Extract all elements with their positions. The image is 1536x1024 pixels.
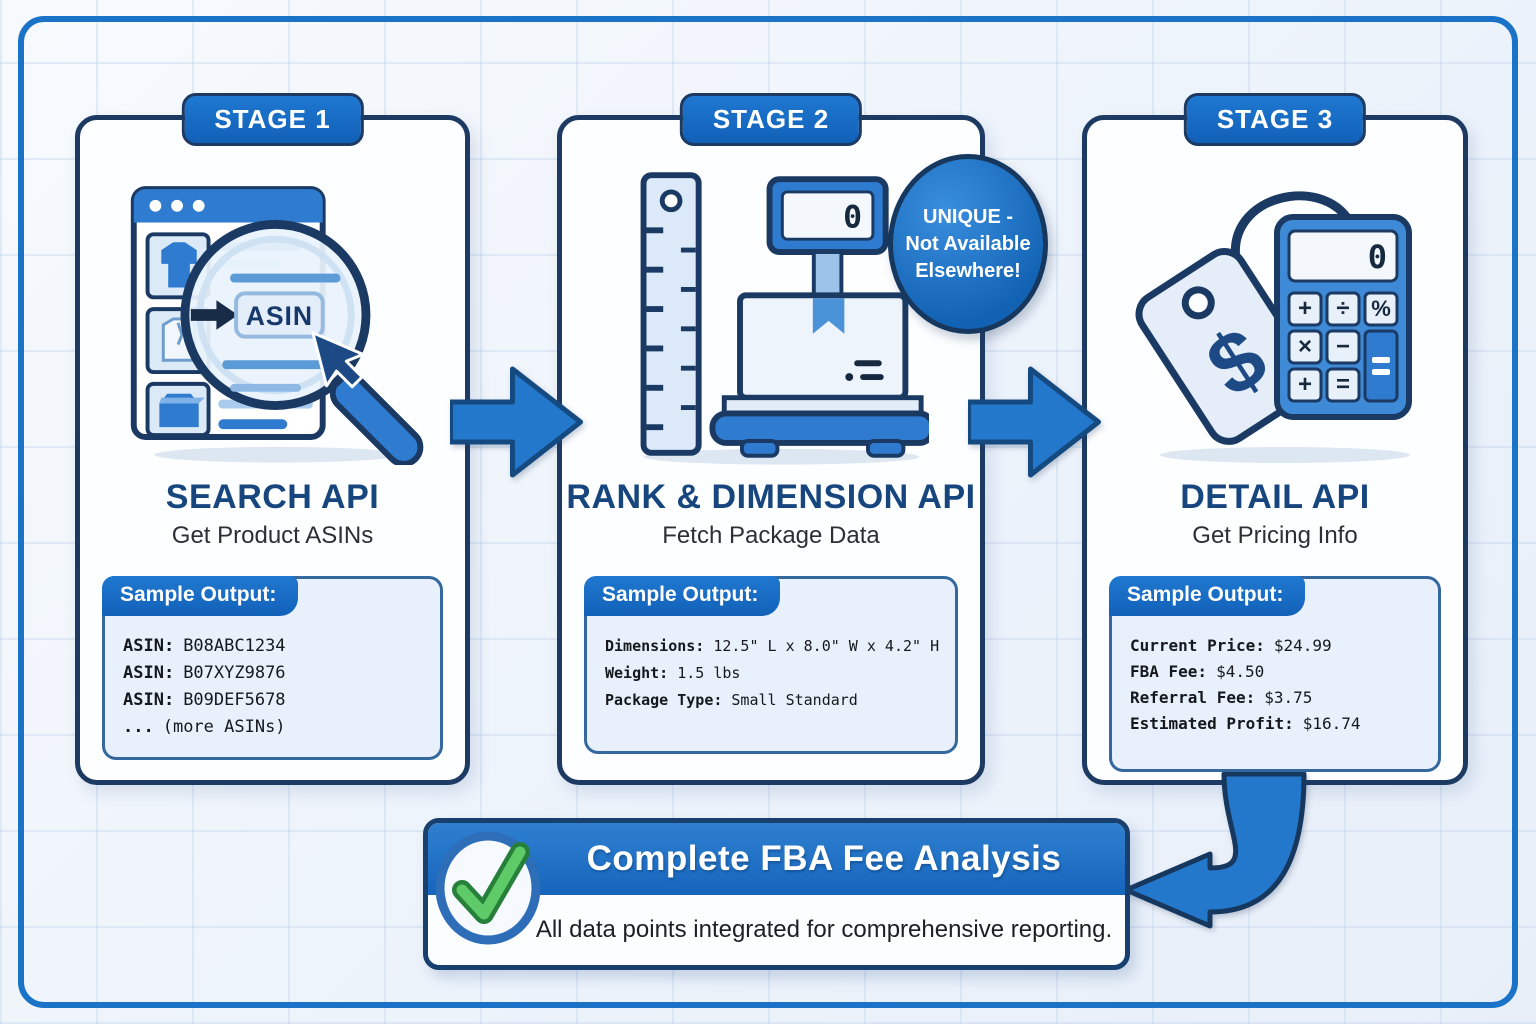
tag-string-icon: [1230, 191, 1358, 266]
sample-output-header: Sample Output:: [102, 576, 299, 616]
calculator-display-value: 0: [1368, 238, 1387, 276]
sample-line-label: Dimensions:: [605, 637, 705, 655]
sample-line-label: ...: [123, 717, 154, 737]
asin-chip-label: ASIN: [246, 301, 313, 331]
calc-equals-key-icon: [1363, 329, 1399, 403]
sample-line-label: Current Price:: [1130, 636, 1265, 655]
asin-chip: [234, 291, 325, 339]
sample-line-label: Package Type:: [605, 691, 723, 709]
sample-line-value: B09DEF5678: [183, 690, 286, 710]
sample-line: ASIN: B09DEF5678: [123, 687, 430, 714]
sample-line-value: Small Standard: [731, 691, 858, 709]
sample-line-value: $16.74: [1302, 714, 1361, 733]
calc-key-label: =: [1336, 371, 1350, 398]
summary-banner-title: Complete FBA Fee Analysis: [586, 839, 1062, 878]
stage-1-badge: STAGE 1: [181, 93, 364, 146]
flow-arrow-stage1-to-stage2-icon: [450, 366, 583, 478]
stage-3-title: DETAIL API: [1180, 478, 1370, 516]
sample-line: ASIN: B07XYZ9876: [123, 660, 430, 687]
sample-line: Estimated Profit: $16.74: [1130, 711, 1428, 737]
scale-display-value: 0: [843, 199, 862, 235]
sample-line-label: Weight:: [605, 664, 669, 682]
sample-line: Package Type: Small Standard: [605, 687, 945, 714]
sample-line-value: (more ASINs): [162, 717, 286, 737]
sample-line: ... (more ASINs): [123, 714, 430, 741]
sample-line: FBA Fee: $4.50: [1130, 659, 1428, 685]
summary-banner-body: All data points integrated for comprehen…: [428, 895, 1125, 965]
stage-2-badge: STAGE 2: [679, 93, 863, 146]
sample-line-label: Estimated Profit:: [1130, 714, 1294, 733]
sample-output-lines: ASIN: B08ABC1234 ASIN: B07XYZ9876 ASIN: B09…: [123, 633, 430, 741]
unique-callout-badge: UNIQUE - Not Available Elsewhere!: [888, 154, 1048, 334]
stage-2-subtitle: Fetch Package Data: [662, 522, 880, 549]
stage-1-sample-box: Sample Output: ASIN: B08ABC1234 ASIN: B07X…: [102, 576, 443, 760]
sample-line-label: Referral Fee:: [1130, 688, 1256, 707]
flow-arrow-stage3-to-banner-icon: [1123, 772, 1307, 929]
stage-1-icon-wrap: ASIN: [80, 160, 465, 470]
stage-1-title: SEARCH API: [165, 478, 380, 516]
sample-line-value: B07XYZ9876: [183, 663, 286, 683]
scale-base-icon: [708, 410, 929, 446]
sample-output-header: Sample Output:: [584, 576, 781, 616]
stage-2-sample-box: Sample Output: Dimensions: 12.5" L x 8.0"…: [584, 576, 958, 754]
sample-line-label: ASIN:: [123, 663, 175, 683]
summary-banner: Complete FBA Fee Analysis All data point…: [423, 818, 1130, 970]
calc-key-label: %: [1371, 296, 1391, 321]
checkmark-badge-icon: [435, 831, 541, 945]
sample-line: Weight: 1.5 lbs: [605, 660, 945, 687]
sample-line: Current Price: $24.99: [1130, 633, 1428, 659]
sample-line: Dimensions: 12.5" L x 8.0" W x 4.2" H: [605, 633, 945, 660]
stage-2-title: RANK & DIMENSION API: [566, 478, 976, 516]
pointer-arrow-icon: [190, 300, 239, 330]
summary-banner-subtitle: All data points integrated for comprehen…: [535, 916, 1113, 943]
calc-key-label: +: [1298, 295, 1312, 322]
stage-3-icon-wrap: $ 0 + ÷ % × − + =: [1087, 160, 1463, 470]
browser-topbar-icon: [133, 189, 323, 223]
sample-line-value: 1.5 lbs: [677, 664, 741, 682]
stage-2-icon-wrap: 0: [562, 160, 980, 470]
summary-banner-header: Complete FBA Fee Analysis: [428, 823, 1125, 895]
flow-arrow-stage2-to-stage3-icon: [968, 366, 1101, 478]
browser-magnifier-asin-icon: ASIN: [130, 186, 424, 465]
sample-line-label: FBA Fee:: [1130, 662, 1208, 681]
calc-key-label: ×: [1298, 333, 1312, 360]
sample-line: ASIN: B08ABC1234: [123, 633, 430, 660]
ruler-icon: [640, 172, 702, 456]
stage-3-sample-box: Sample Output: Current Price: $24.99 FBA …: [1109, 576, 1441, 772]
cursor-icon: [311, 331, 365, 389]
stage-1-subtitle: Get Product ASINs: [171, 522, 374, 549]
stage-3-badge: STAGE 3: [1183, 93, 1367, 146]
sample-output-header: Sample Output:: [1109, 576, 1306, 616]
ruler-scale-package-icon: 0: [640, 172, 929, 465]
calc-key-label: ÷: [1336, 295, 1349, 322]
sample-line: Referral Fee: $3.75: [1130, 685, 1428, 711]
sample-line-value: 12.5" L x 8.0" W x 4.2" H: [713, 637, 940, 655]
sample-line-value: $3.75: [1264, 688, 1313, 707]
sample-line-value: $24.99: [1273, 636, 1332, 655]
sample-output-lines: Dimensions: 12.5" L x 8.0" W x 4.2" H Wei…: [605, 633, 945, 714]
sample-output-lines: Current Price: $24.99 FBA Fee: $4.50 Refer…: [1130, 633, 1428, 737]
sample-line-label: ASIN:: [123, 690, 175, 710]
sample-line-value: B08ABC1234: [183, 636, 286, 656]
stage-1-card: STAGE 1: [75, 93, 470, 785]
calc-key-label: −: [1336, 333, 1350, 360]
stage-3-subtitle: Get Pricing Info: [1192, 522, 1358, 549]
sample-line-label: ASIN:: [123, 636, 175, 656]
stage-3-card: STAGE 3 $ 0 + ÷ % × −: [1082, 93, 1468, 785]
calc-key-label: +: [1298, 371, 1312, 398]
sample-line-value: $4.50: [1216, 662, 1265, 681]
price-tag-calculator-icon: $ 0 + ÷ % × − + =: [1135, 191, 1412, 463]
